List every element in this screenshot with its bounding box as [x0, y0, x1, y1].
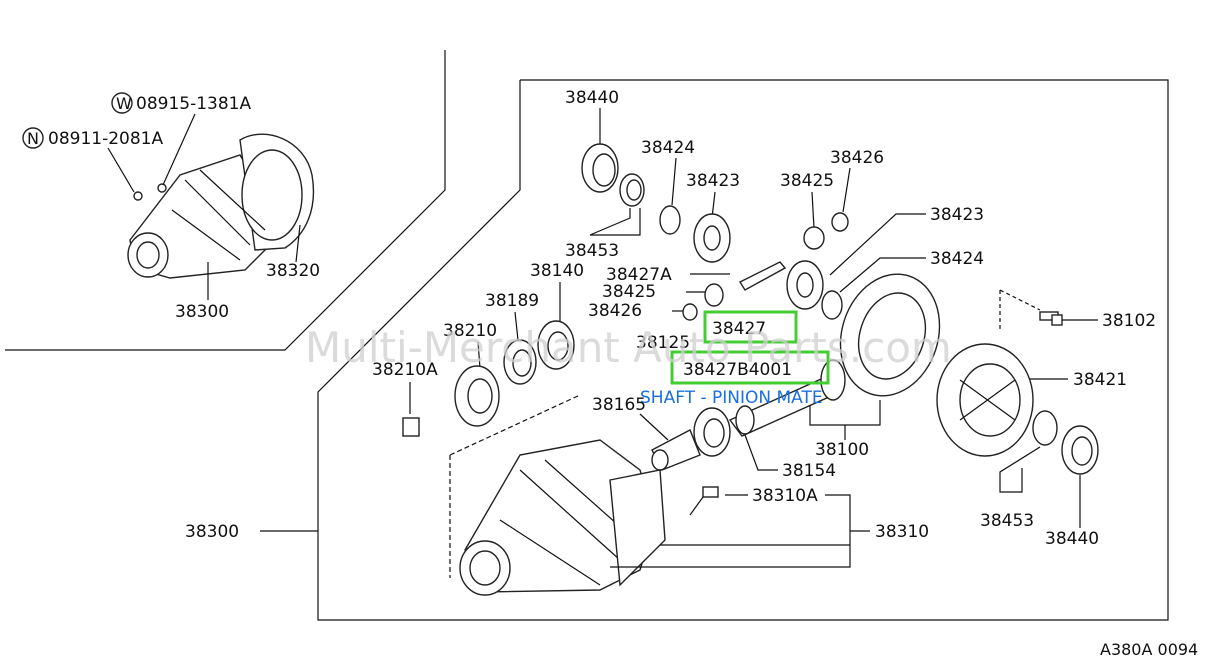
oil-seal-38189-drawing: [503, 339, 537, 385]
bearing-38440-top-drawing: [581, 143, 619, 193]
label-38423-top[interactable]: 38423: [686, 171, 740, 191]
stud-38310A-drawing: [689, 486, 719, 516]
label-38425-mid[interactable]: 38425: [602, 282, 656, 302]
thrust-washer-38424-right-drawing: [821, 290, 843, 320]
label-38427-highlight[interactable]: 38427: [712, 319, 766, 339]
highlight-38427B4001: [670, 350, 830, 385]
label-38210[interactable]: 38210: [443, 321, 497, 341]
label-38440-right[interactable]: 38440: [1045, 529, 1099, 549]
label-38300-main[interactable]: 38300: [185, 522, 239, 542]
differential-case-drawing: [936, 343, 1034, 457]
inset-frame: [5, 50, 446, 351]
carrier-housing-assembly-drawing: [127, 133, 315, 279]
race-38453-top-drawing: [619, 173, 645, 207]
label-38300-inset[interactable]: 38300: [175, 302, 229, 322]
side-gear-38423-drawing: [693, 213, 731, 263]
flange-38210-drawing: [454, 365, 500, 427]
label-38426-top[interactable]: 38426: [830, 148, 884, 168]
label-38165[interactable]: 38165: [592, 395, 646, 415]
label-38453-right[interactable]: 38453: [980, 511, 1034, 531]
nut-symbol-letter: N: [27, 129, 39, 148]
washer-symbol-letter: W: [116, 94, 132, 113]
label-38310[interactable]: 38310: [875, 522, 929, 542]
washer-38426-top-drawing: [831, 212, 849, 232]
bearing-38440-right-drawing: [1061, 425, 1099, 475]
gear-carrier-main-drawing: [459, 439, 666, 596]
pinion-mate-38425-mid-drawing: [704, 283, 724, 307]
thrust-washer-38424-drawing: [659, 205, 681, 235]
bearing-38125-drawing: [693, 407, 731, 457]
label-38189[interactable]: 38189: [485, 291, 539, 311]
spacer-38165-drawing: [651, 429, 701, 471]
label-38310A[interactable]: 38310A: [752, 486, 818, 506]
label-08915-1381A[interactable]: 08915-1381A: [136, 94, 251, 114]
label-38440-top[interactable]: 38440: [565, 88, 619, 108]
label-38424-top[interactable]: 38424: [641, 138, 695, 158]
label-38154[interactable]: 38154: [782, 461, 836, 481]
pinion-mate-38425-top-drawing: [803, 226, 825, 250]
label-38427A[interactable]: 38427A: [606, 265, 672, 285]
race-38453-right-drawing: [1032, 410, 1058, 446]
label-38424-right[interactable]: 38424: [930, 249, 984, 269]
nut-38210A-drawing: [402, 417, 420, 437]
washer-symbol-icon: [111, 92, 133, 114]
label-38125[interactable]: 38125: [636, 333, 690, 353]
label-38210A[interactable]: 38210A: [372, 360, 438, 380]
nut-symbol-icon: [22, 127, 44, 149]
washer-38426-mid-drawing: [682, 303, 698, 321]
watermark-text: Multi-Merchant Auto Parts.com: [305, 323, 952, 372]
label-38421[interactable]: 38421: [1073, 370, 1127, 390]
pinion-shaft-drawing: [738, 261, 787, 291]
highlight-38427: [703, 310, 798, 344]
label-08911-2081A[interactable]: 08911-2081A: [48, 129, 163, 149]
label-38453-top[interactable]: 38453: [565, 241, 619, 261]
label-38425-top[interactable]: 38425: [780, 171, 834, 191]
label-38427B4001-highlight[interactable]: 38427B4001: [683, 360, 792, 380]
washer-38154-drawing: [735, 405, 755, 435]
label-38140[interactable]: 38140: [530, 261, 584, 281]
label-38423-right[interactable]: 38423: [930, 205, 984, 225]
bearing-38140-drawing: [537, 320, 575, 370]
drawing-id: A380A 0094: [1100, 640, 1198, 659]
label-38320-inset[interactable]: 38320: [266, 261, 320, 281]
label-38100[interactable]: 38100: [815, 440, 869, 460]
label-38102[interactable]: 38102: [1102, 311, 1156, 331]
main-frame: [317, 79, 1169, 621]
part-description-text: SHAFT - PINION MATE: [640, 388, 823, 408]
ring-gear-drawing: [839, 273, 941, 397]
label-38426-mid[interactable]: 38426: [588, 301, 642, 321]
side-gear-38423-right-drawing: [786, 260, 824, 310]
bolt-38102-drawing: [1039, 311, 1063, 326]
